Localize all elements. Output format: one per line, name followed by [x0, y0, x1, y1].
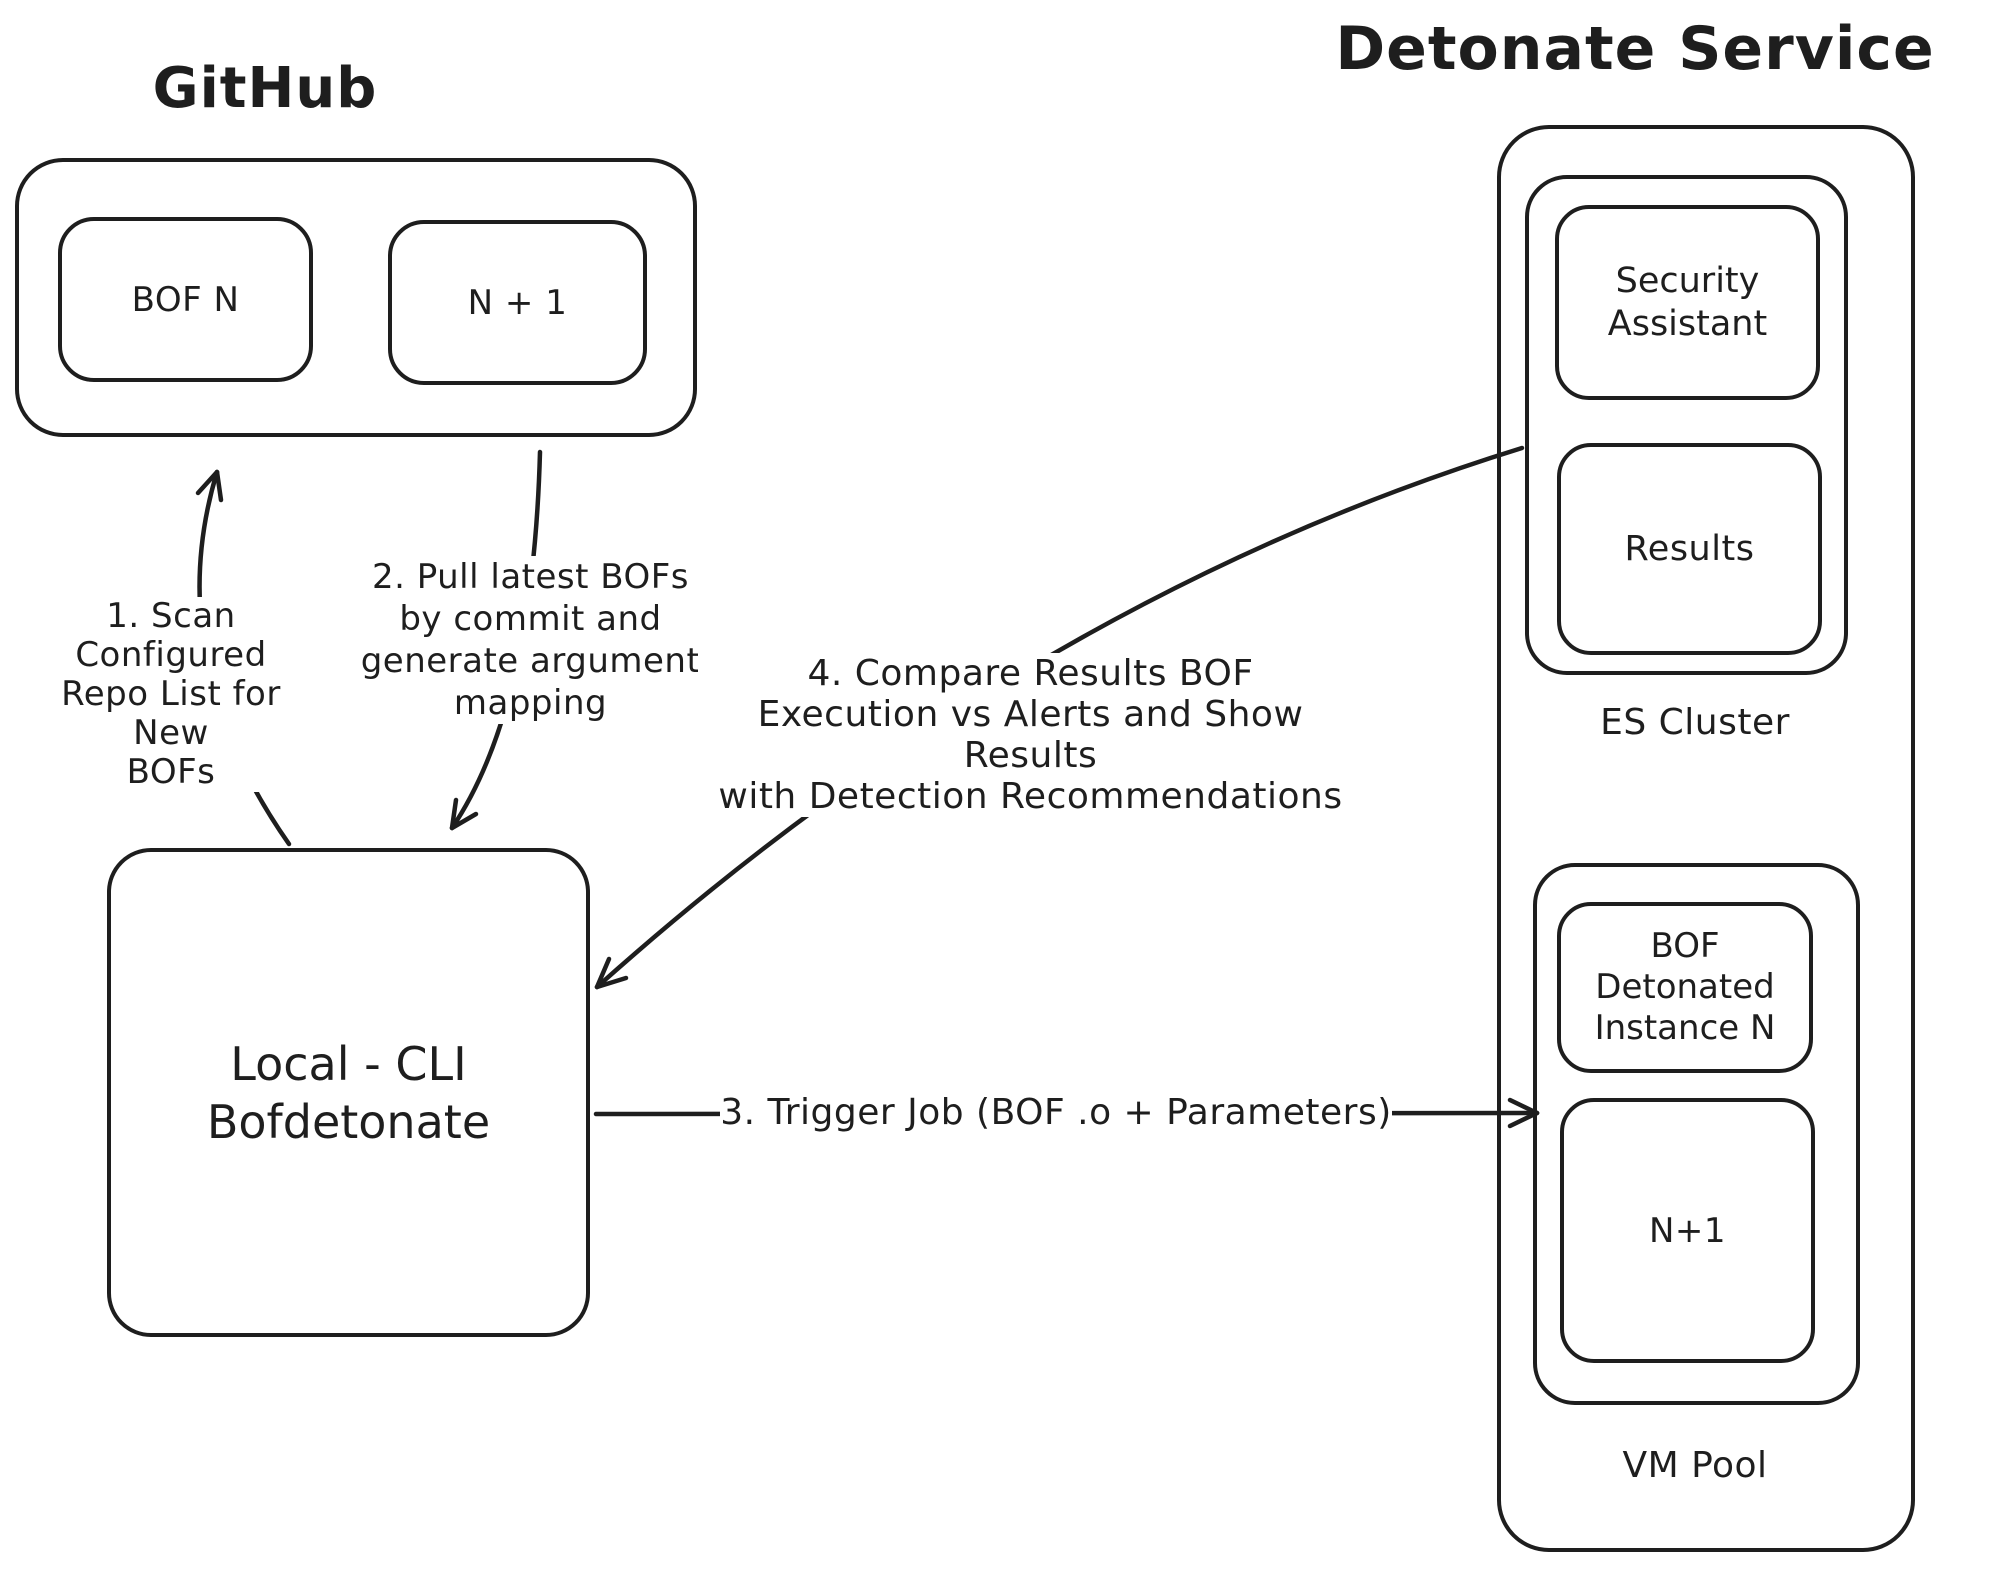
github-title: GitHub: [152, 56, 378, 121]
step2-line1: 2. Pull latest BOFs: [371, 557, 690, 597]
step4-line2: Execution vs Alerts and Show Results: [757, 694, 1304, 776]
step2-line4: mapping: [453, 683, 608, 723]
github-n-plus-1-box: N + 1: [388, 220, 647, 385]
step1-line3: BOFs: [126, 752, 216, 792]
step1-line2: Repo List for New: [61, 674, 281, 753]
step2-line3: generate argument: [360, 641, 701, 681]
step1-scan-label: 1. Scan Configured Repo List for New BOF…: [20, 597, 322, 792]
local-cli-label: Local - CLI Bofdetonate: [207, 1035, 490, 1151]
step1-line1: 1. Scan Configured: [75, 596, 267, 675]
vm-pool-n-plus-1-label: N+1: [1648, 1210, 1727, 1251]
step4-line1: 4. Compare Results BOF: [807, 653, 1254, 694]
local-cli-box: Local - CLI Bofdetonate: [107, 848, 590, 1337]
bof-detonated-instance-label-line1: BOF Detonated: [1595, 926, 1775, 1007]
step4-compare-label: 4. Compare Results BOF Execution vs Aler…: [698, 653, 1363, 817]
security-assistant-label: Security Assistant: [1608, 260, 1767, 346]
security-assistant-label-line2: Assistant: [1607, 303, 1768, 344]
results-label: Results: [1624, 529, 1755, 569]
results-box: Results: [1557, 443, 1822, 655]
step2-line2: by commit and: [399, 599, 662, 639]
bof-n-box: BOF N: [58, 217, 313, 382]
vm-pool-label: VM Pool: [1622, 1445, 1768, 1486]
bof-detonated-instance-box: BOF Detonated Instance N: [1557, 902, 1813, 1073]
step2-pull-label: 2. Pull latest BOFs by commit and genera…: [358, 556, 703, 724]
local-cli-label-line1: Local - CLI: [230, 1036, 467, 1091]
github-n-plus-1-label: N + 1: [467, 282, 568, 323]
security-assistant-label-line1: Security: [1615, 260, 1760, 301]
local-cli-label-line2: Bofdetonate: [206, 1094, 491, 1149]
step3-trigger-label: 3. Trigger Job (BOF .o + Parameters): [720, 1090, 1392, 1136]
bof-detonated-instance-label: BOF Detonated Instance N: [1561, 926, 1809, 1049]
bof-detonated-instance-label-line2: Instance N: [1594, 1008, 1776, 1048]
vm-pool-n-plus-1-box: N+1: [1560, 1098, 1815, 1363]
bof-n-label: BOF N: [131, 279, 240, 320]
detonate-service-title: Detonate Service: [1335, 14, 1935, 84]
es-cluster-label: ES Cluster: [1600, 702, 1790, 743]
security-assistant-box: Security Assistant: [1555, 205, 1820, 400]
step4-line3: with Detection Recommendations: [718, 776, 1343, 817]
